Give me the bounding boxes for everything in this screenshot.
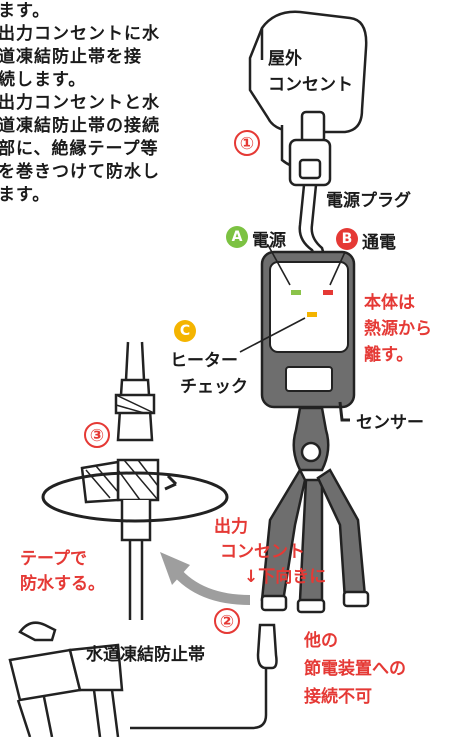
output-outlet-illustration — [260, 406, 370, 614]
instruction-line: 出力コンセントと水 — [0, 93, 160, 113]
instruction-line: 道凍結防止帯の接続 — [0, 116, 160, 136]
heater-check-label-line1: ヒーター — [170, 351, 238, 371]
connect-arrow — [160, 552, 251, 605]
badge-b-icon: B — [336, 228, 358, 250]
instruction-text: ます。 出力コンセントに水 道凍結防止帯を接 続します。 出力コンセントと水 道… — [0, 0, 213, 207]
sensor-label: センサー — [356, 413, 424, 433]
other-device-note-line3: 接続不可 — [304, 687, 372, 707]
tape-note-line1: テープで — [20, 549, 87, 569]
step-3-marker: ③ — [84, 422, 110, 448]
instruction-line: ます。 — [0, 1, 51, 21]
energized-led-label: 通電 — [362, 233, 396, 253]
instruction-line: 続します。 — [0, 70, 87, 90]
outdoor-outlet-label-line2: コンセント — [268, 75, 353, 95]
badge-c-icon: C — [174, 320, 196, 342]
output-note-line3: ↓下向きに — [244, 567, 327, 587]
heater-band-illustration — [130, 623, 278, 730]
heater-check-label-line2: チェック — [180, 377, 248, 397]
keep-away-note-line1: 本体は — [364, 293, 415, 313]
keep-away-note-line2: 熱源から — [364, 319, 432, 339]
step-1-marker: ① — [234, 130, 260, 156]
other-device-note-line1: 他の — [304, 631, 338, 651]
outdoor-outlet-label-line1: 屋外 — [268, 49, 302, 69]
keep-away-note-line3: 離す。 — [364, 345, 414, 365]
other-device-note-line2: 節電装置への — [304, 659, 406, 679]
power-cord — [298, 184, 328, 263]
faucet-illustration — [8, 621, 124, 738]
instruction-line: 部に、絶縁テープ等 — [0, 139, 159, 159]
outdoor-outlet-illustration — [248, 10, 368, 187]
main-unit-illustration — [260, 250, 356, 422]
instruction-line: 出力コンセントに水 — [0, 24, 160, 44]
badge-a-icon: A — [226, 226, 248, 248]
instruction-line: を巻きつけて防水し — [0, 162, 160, 182]
leader-lines — [239, 244, 346, 353]
instruction-line: 道凍結防止帯を接 — [0, 47, 142, 67]
power-plug-label: 電源プラグ — [326, 191, 411, 211]
wrap-rotation-arrow — [41, 471, 229, 523]
instruction-line: ます。 — [0, 185, 51, 205]
tape-note-line2: 防水する。 — [20, 574, 105, 594]
output-note-line2: コンセント — [220, 542, 305, 562]
output-note-line1: 出力 — [214, 517, 248, 537]
step-2-marker: ② — [214, 608, 240, 634]
heater-band-label: 水道凍結防止帯 — [86, 645, 205, 665]
power-led-label: 電源 — [252, 231, 286, 251]
